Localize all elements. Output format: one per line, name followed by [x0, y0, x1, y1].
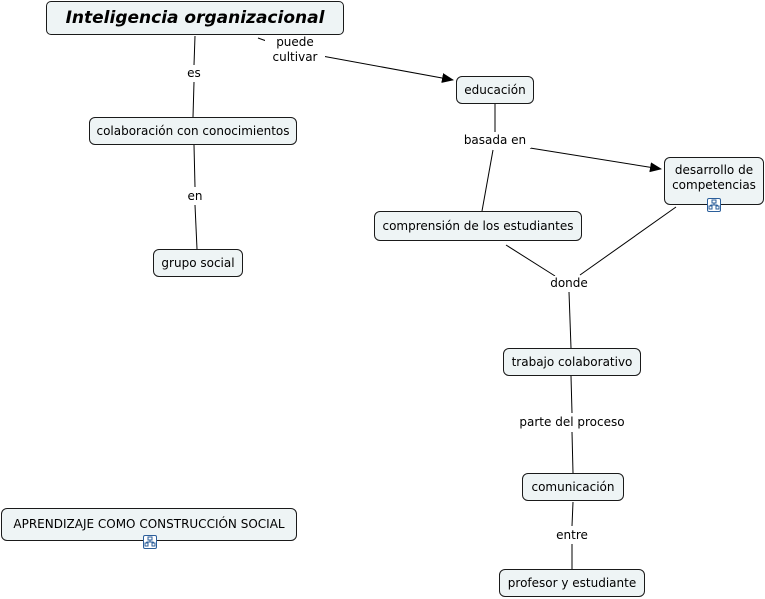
- concept-colaboracion-text: colaboración con conocimientos: [96, 123, 290, 138]
- line-trabajo-parte: [570, 375, 573, 414]
- line-es-colaboracion: [192, 81, 195, 118]
- link-donde: donde: [547, 276, 591, 291]
- concept-comunicacion-text: comunicación: [531, 479, 615, 494]
- line-en-grupo: [194, 204, 198, 250]
- concept-grupo-social-text: grupo social: [161, 255, 235, 270]
- concept-profesor-text: profesor y estudiante: [507, 575, 637, 590]
- concept-desarrollo-text: desarrollo de competencias: [672, 163, 756, 192]
- line-comprension-donde: [505, 244, 556, 277]
- concept-comprension-text: comprensión de los estudiantes: [382, 218, 574, 233]
- concept-root-text: Inteligencia organizacional: [65, 7, 325, 28]
- line-basada-desarrollo: [529, 147, 662, 173]
- concept-trabajo[interactable]: trabajo colaborativo: [503, 348, 641, 376]
- concept-comprension[interactable]: comprensión de los estudiantes: [374, 211, 582, 241]
- concept-aprendizaje-text: APRENDIZAJE COMO CONSTRUCCIÓN SOCIAL: [13, 517, 285, 531]
- concept-map-resource-icon[interactable]: [143, 535, 157, 549]
- concept-map-resource-icon[interactable]: [707, 198, 721, 212]
- concept-grupo-social[interactable]: grupo social: [153, 249, 243, 277]
- line-desarrollo-donde: [579, 206, 677, 276]
- line-puede-educacion: [321, 55, 454, 83]
- link-entre: entre: [553, 528, 591, 543]
- line-comunicacion-entre: [571, 501, 574, 527]
- concept-desarrollo[interactable]: desarrollo de competencias: [664, 157, 764, 205]
- concept-trabajo-text: trabajo colaborativo: [511, 354, 633, 369]
- concept-educacion-text: educación: [464, 82, 526, 97]
- link-en: en: [183, 189, 207, 204]
- line-donde-trabajo: [568, 291, 572, 349]
- concept-educacion[interactable]: educación: [456, 76, 534, 104]
- concept-root[interactable]: Inteligencia organizacional: [46, 1, 344, 35]
- concept-comunicacion[interactable]: comunicación: [522, 473, 624, 501]
- line-root-es: [193, 35, 196, 66]
- concept-profesor[interactable]: profesor y estudiante: [499, 569, 645, 597]
- line-basada-comprension: [481, 149, 494, 212]
- link-puede-cultivar: puede cultivar: [265, 35, 325, 65]
- line-parte-comunicacion: [571, 431, 574, 474]
- link-basada-en: basada en: [459, 133, 531, 148]
- line-colaboracion-en: [193, 144, 196, 188]
- link-es: es: [182, 66, 206, 81]
- concept-colaboracion[interactable]: colaboración con conocimientos: [89, 117, 297, 145]
- link-parte-del-proceso: parte del proceso: [515, 415, 629, 430]
